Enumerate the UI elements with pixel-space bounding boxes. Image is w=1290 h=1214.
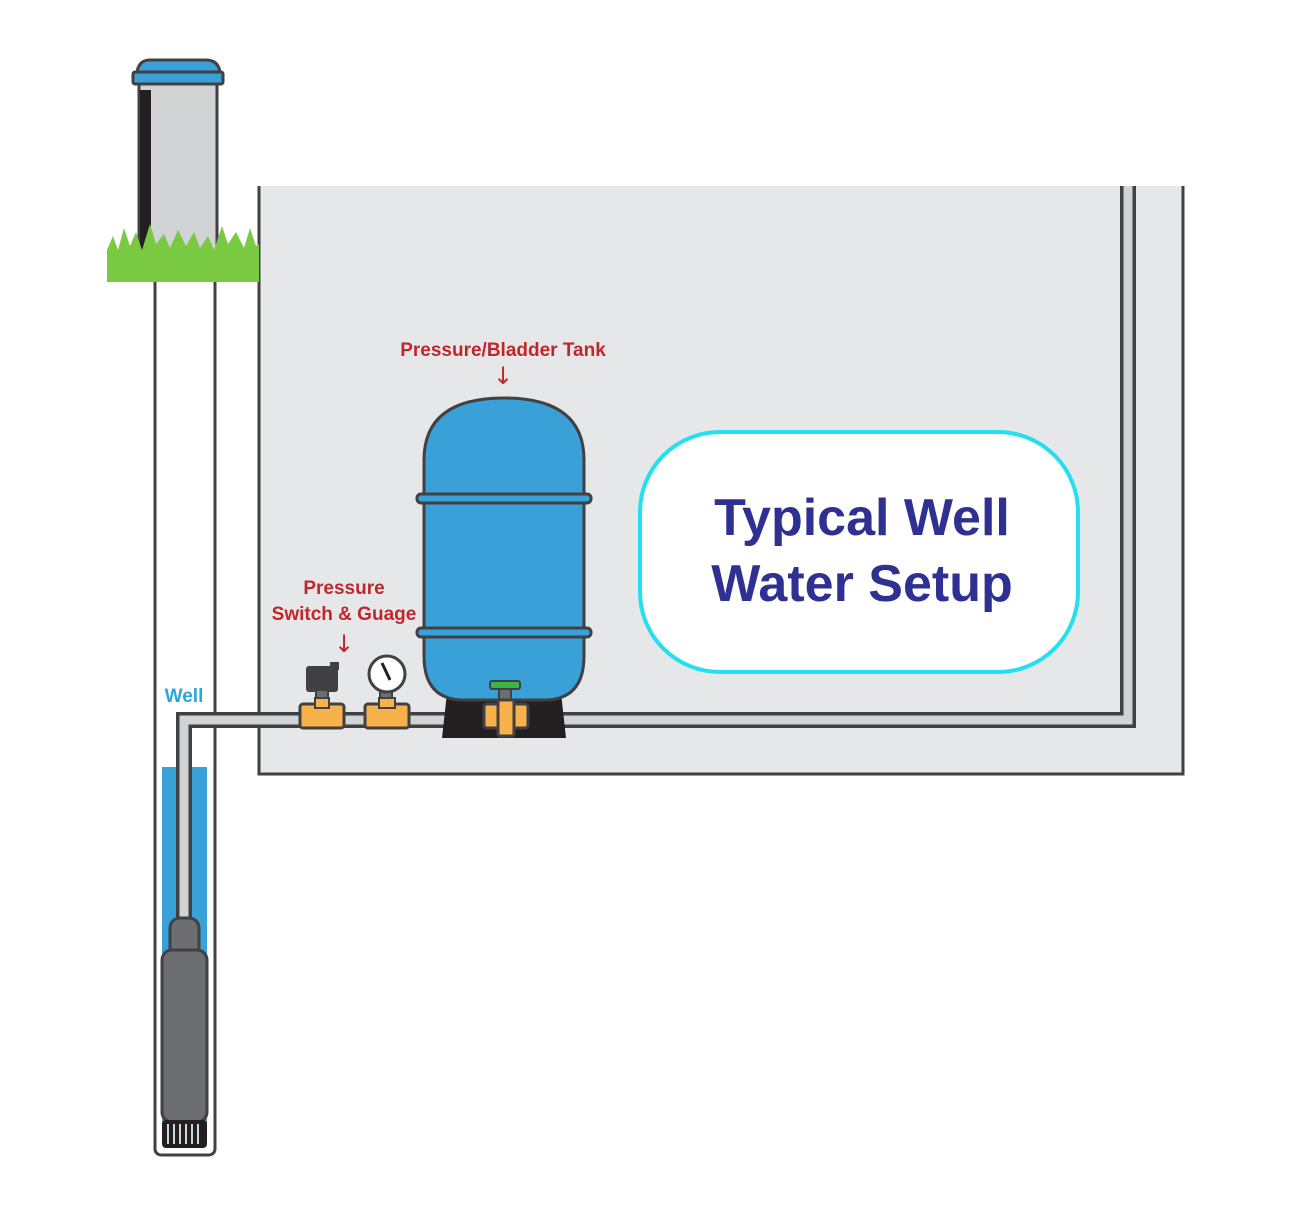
title-line1: Typical Well [714, 489, 1010, 547]
tank-arrow-icon: ↓ [493, 362, 513, 390]
title-line2: Water Setup [711, 555, 1012, 613]
switch-arrow-icon: ↓ [334, 630, 354, 658]
well-cap-icon [131, 58, 225, 256]
grass-icon [107, 224, 259, 282]
pressure-tank-icon [415, 396, 593, 738]
switch-label-line1: Pressure [303, 578, 384, 599]
water-pipe [176, 186, 1136, 920]
pressure-switch-icon [298, 662, 346, 730]
tank-label: Pressure/Bladder Tank [400, 340, 606, 361]
submersible-pump-icon [160, 916, 209, 1148]
pressure-gauge-icon [363, 654, 411, 730]
well-label: Well [165, 686, 204, 707]
title-box: Typical Well Water Setup [638, 430, 1080, 674]
switch-label-line2: Switch & Guage [272, 604, 417, 625]
